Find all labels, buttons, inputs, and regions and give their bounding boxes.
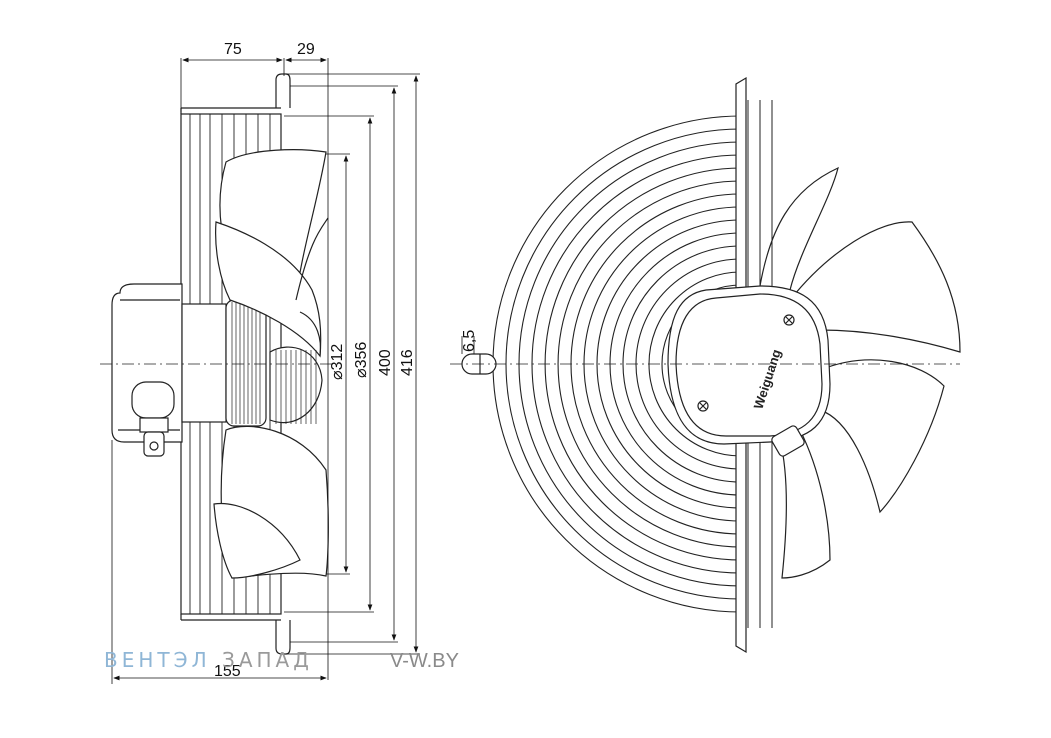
watermark-text-2: ЗАПАД — [222, 648, 313, 672]
watermark-url: V-W.BY — [390, 650, 459, 672]
watermark-text-1: ВЕНТЭЛ — [104, 648, 211, 672]
dim-312: ⌀312 — [329, 344, 346, 380]
dim-416: 416 — [399, 349, 416, 376]
dim-6-5: 6,5 — [461, 330, 478, 352]
dim-400: 400 — [377, 349, 394, 376]
dim-155: 155 — [214, 663, 241, 680]
side-view — [100, 73, 332, 655]
guard-ring — [622, 245, 742, 483]
guard-ring — [596, 219, 742, 509]
guard-ring — [557, 180, 742, 548]
dim-356: ⌀356 — [353, 342, 370, 378]
dim-75: 75 — [224, 41, 242, 58]
dim-29: 29 — [297, 41, 315, 58]
dimension-lines — [111, 57, 420, 684]
front-view — [450, 76, 961, 654]
